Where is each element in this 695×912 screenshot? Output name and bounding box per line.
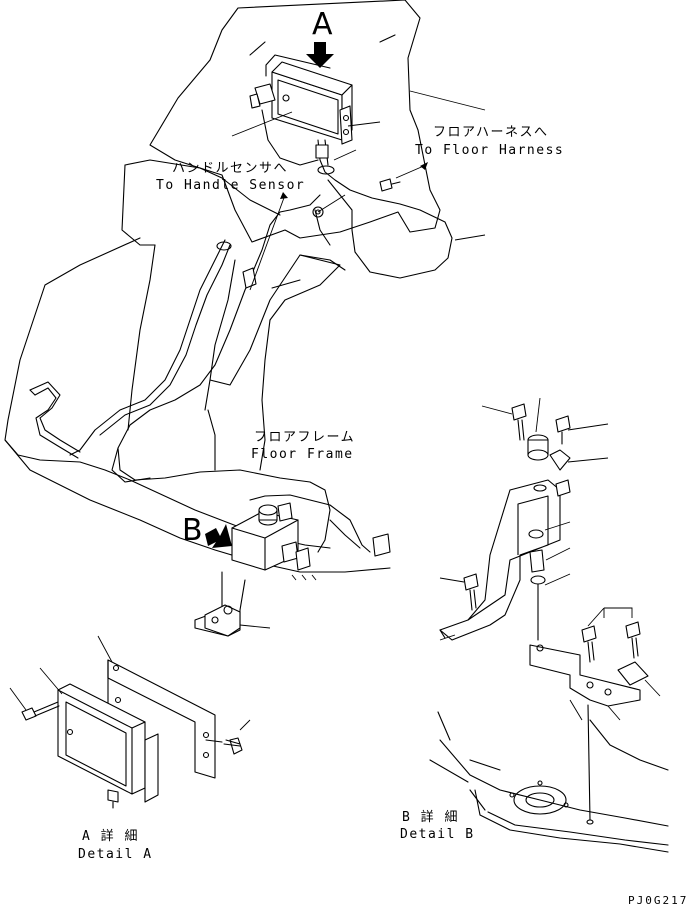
leader-lines — [231, 90, 486, 291]
detail-a-label-jp: A 詳 細 — [82, 828, 139, 844]
floor-harness-label-jp: フロアハーネスへ — [433, 125, 548, 140]
floor-harness-label-en: To Floor Harness — [415, 143, 564, 158]
detail-b-drawing — [429, 397, 669, 853]
detail-a-drawing — [9, 635, 251, 809]
controller-unit — [29, 54, 453, 557]
view-a-arrow — [306, 42, 334, 68]
detail-b-label-jp: B 詳 細 — [402, 809, 459, 825]
floor-frame-label-jp: フロアフレーム — [254, 430, 355, 445]
drawing-code: PJ0G217 — [628, 894, 688, 907]
view-a-label: A — [312, 7, 333, 42]
handle-sensor-label-jp: ハンドルセンサへ — [172, 161, 288, 176]
handle-sensor-label-en: To Handle Sensor — [156, 178, 305, 193]
floor-frame-structure — [4, 0, 441, 637]
floor-frame-label-en: Floor Frame — [251, 447, 354, 462]
view-b-label: B — [182, 513, 203, 548]
detail-b-label-en: Detail B — [400, 827, 475, 842]
relay-assembly — [231, 502, 317, 581]
detail-a-label-en: Detail A — [78, 847, 153, 862]
view-b-arrow — [205, 524, 232, 548]
